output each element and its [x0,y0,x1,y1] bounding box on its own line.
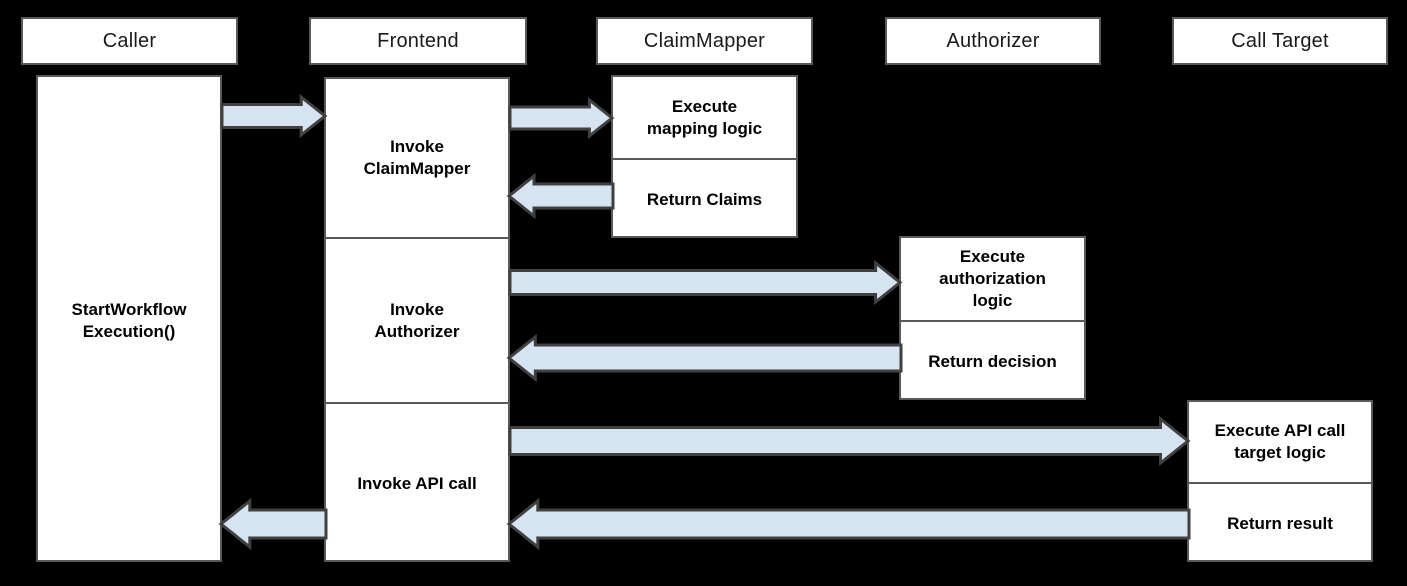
arrow-shape-right [220,93,328,139]
activation-segment-return-decision: Return decision [901,320,1084,402]
msg-frontend-to-claimmapper [508,96,615,140]
arrow-shape-right [508,96,615,140]
msg-frontend-to-authorizer [508,259,903,306]
lifeline-header-claimmapper: ClaimMapper [596,17,813,65]
msg-frontend-to-caller [218,497,328,551]
lifeline-header-frontend: Frontend [309,17,527,65]
msg-frontend-to-calltarget [508,415,1191,467]
activation-segment-return-result: Return result [1189,482,1371,564]
msg-authorizer-to-frontend [506,333,903,383]
msg-caller-to-frontend [220,93,328,139]
msg-claimmapper-to-frontend [506,172,615,220]
arrow-shape-left [506,497,1191,551]
msg-calltarget-to-frontend [506,497,1191,551]
arrow-shape-left [506,172,615,220]
arrow-shape-left [218,497,328,551]
lifeline-header-authorizer: Authorizer [885,17,1101,65]
activation-segment-invoke-api-call: Invoke API call [326,402,508,564]
arrow-shape-left [506,333,903,383]
arrow-shape-right [508,415,1191,467]
arrow-shape-right [508,259,903,306]
lifeline-header-calltarget: Call Target [1172,17,1388,65]
activation-segment-return-claims: Return Claims [613,158,796,240]
lifeline-header-caller: Caller [21,17,238,65]
